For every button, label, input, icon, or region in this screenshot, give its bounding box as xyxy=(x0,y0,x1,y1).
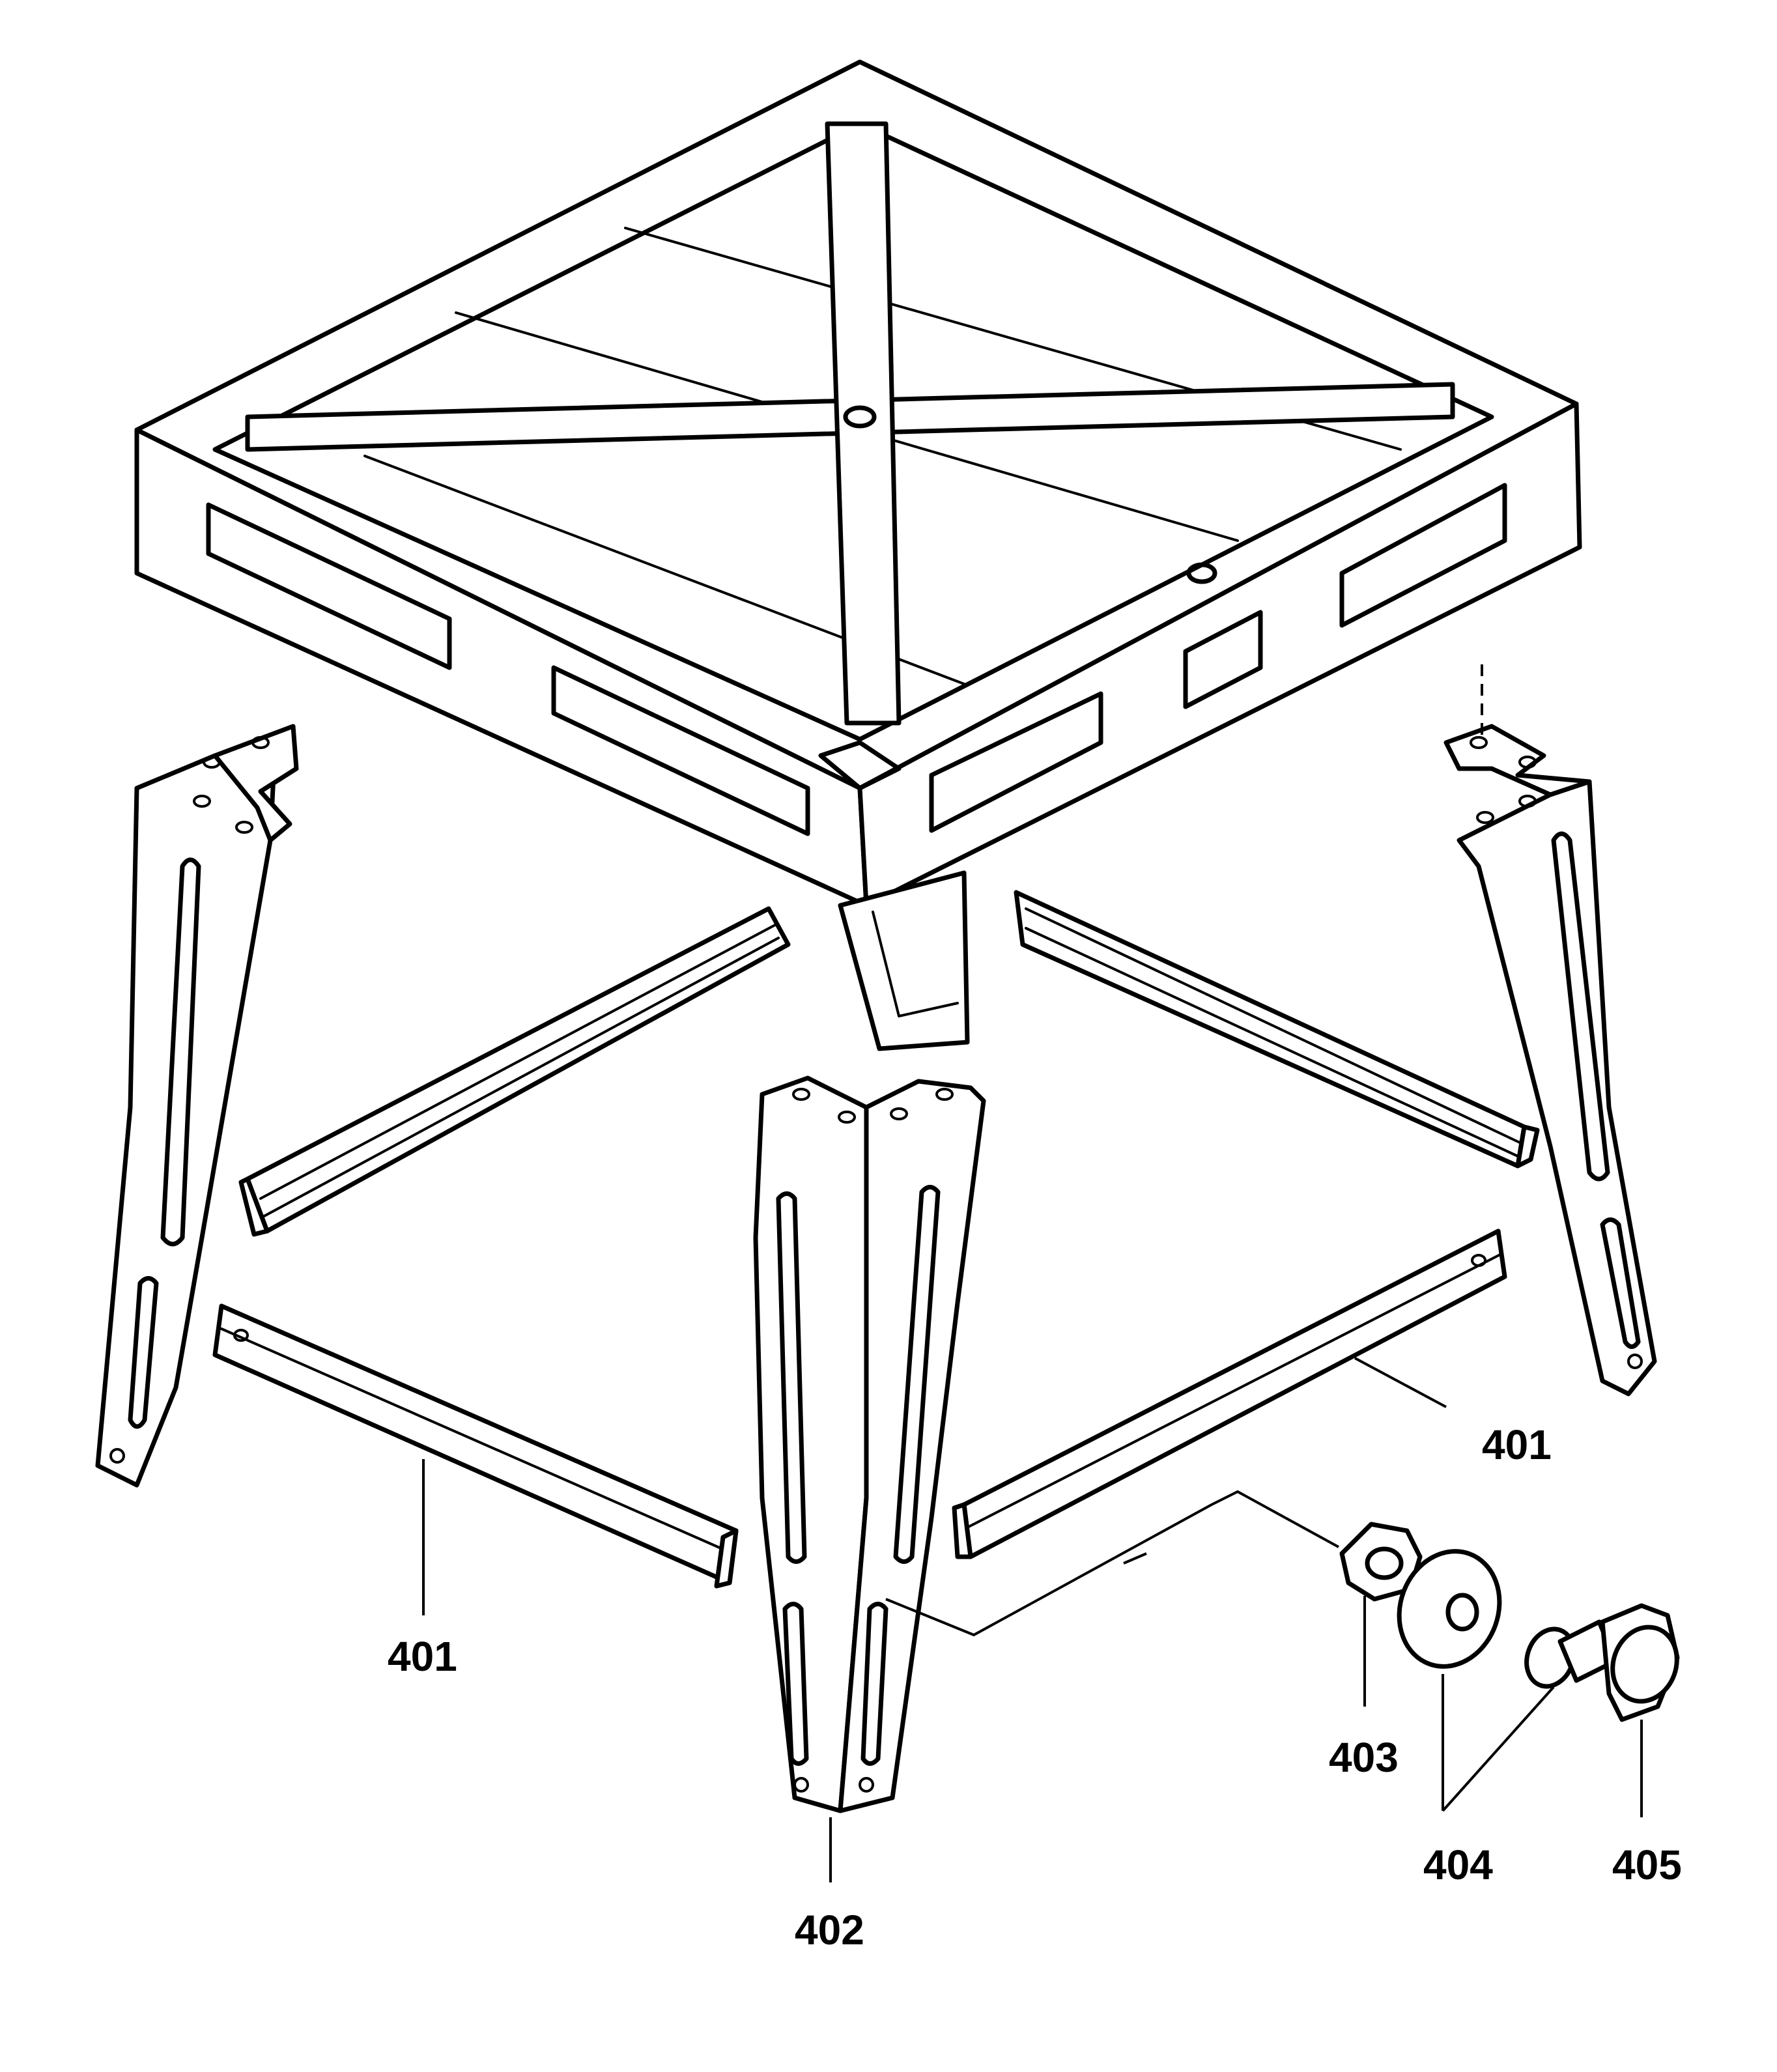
rail-back-right xyxy=(1014,890,1540,1169)
rail-front-right xyxy=(952,1228,1507,1559)
nut-403 xyxy=(1339,1522,1423,1602)
bolt-405 xyxy=(1557,1603,1680,1722)
label-404: 404 xyxy=(1423,1841,1493,1888)
washer-404 xyxy=(1397,1549,1502,1669)
leg-front xyxy=(753,1075,986,1813)
label-403: 403 xyxy=(1329,1734,1399,1781)
label-405: 405 xyxy=(1612,1841,1682,1888)
leg-right xyxy=(1443,664,1657,1397)
rail-front-left xyxy=(212,1303,739,1589)
label-402: 402 xyxy=(795,1907,864,1953)
leg-left xyxy=(95,724,299,1488)
label-401-right: 401 xyxy=(1482,1421,1552,1468)
label-401-left: 401 xyxy=(388,1633,457,1680)
rail-back-left xyxy=(238,906,791,1237)
top-frame xyxy=(134,59,1582,1051)
leader-lines xyxy=(422,1357,1643,1882)
